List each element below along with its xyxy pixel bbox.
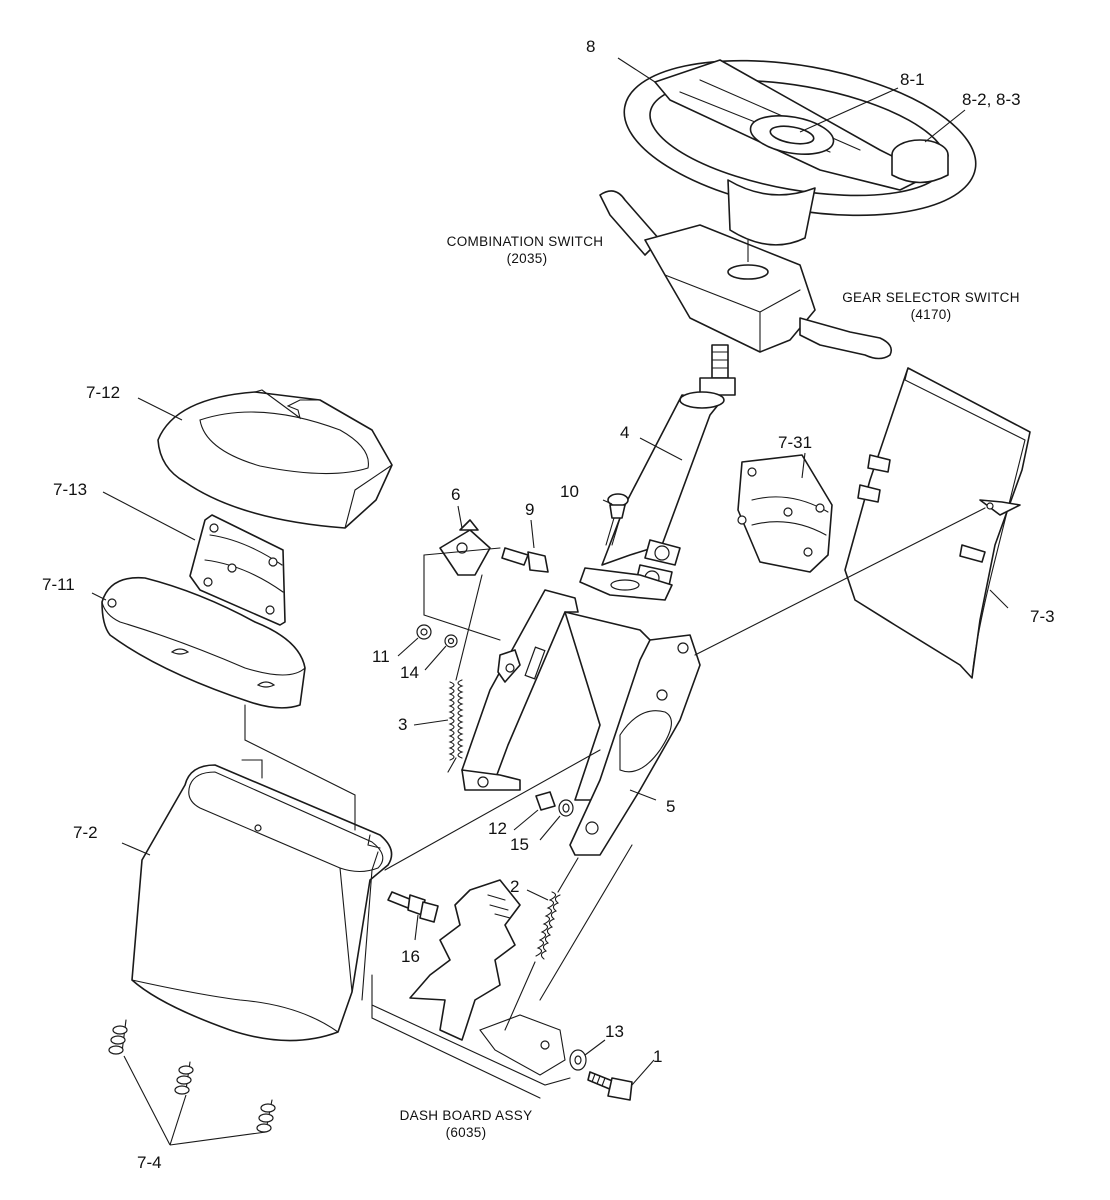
callout-8-1: 8-1 (900, 70, 925, 89)
callout-14: 14 (400, 663, 419, 682)
cover-7-12 (157, 389, 393, 529)
lever-assembly (439, 519, 549, 683)
combination-switch (599, 190, 893, 360)
steering-column (579, 344, 736, 601)
reference-notes: COMBINATION SWITCH (2035) GEAR SELECTOR … (400, 234, 1020, 1140)
cover-7-2 (131, 759, 393, 1042)
screws-7-4 (108, 1019, 276, 1133)
callout-12: 12 (488, 819, 507, 838)
callout-9: 9 (525, 500, 534, 519)
callout-4: 4 (620, 423, 629, 442)
callout-16: 16 (401, 947, 420, 966)
leader-lines (91, 57, 1009, 1146)
callout-7-2: 7-2 (73, 823, 98, 842)
cover-7-13 (189, 514, 286, 626)
spring-2 (504, 857, 579, 1031)
callout-8-2-8-3: 8-2, 8-3 (962, 90, 1021, 109)
column-bracket (461, 589, 701, 856)
callout-10: 10 (560, 482, 579, 501)
callout-15: 15 (510, 835, 529, 854)
callout-7-13: 7-13 (53, 480, 87, 499)
callout-7-11: 7-11 (42, 575, 75, 594)
callout-3: 3 (398, 715, 407, 734)
spring-3 (447, 574, 483, 773)
cover-7-3 (844, 367, 1031, 679)
callout-1: 1 (653, 1047, 662, 1066)
steering-wheel (623, 59, 977, 246)
note-gear-selector-switch-code: (4170) (911, 307, 952, 322)
callout-6: 6 (451, 485, 460, 504)
cover-7-11 (101, 576, 306, 709)
note-dash-board-assy-code: (6035) (446, 1125, 487, 1140)
callout-8: 8 (586, 37, 595, 56)
callout-7-12: 7-12 (86, 383, 120, 402)
callout-5: 5 (666, 797, 675, 816)
callout-13: 13 (605, 1022, 624, 1041)
bolt-10 (605, 493, 629, 546)
note-combination-switch: COMBINATION SWITCH (447, 234, 604, 249)
callout-7-3: 7-3 (1030, 607, 1055, 626)
note-dash-board-assy: DASH BOARD ASSY (400, 1108, 533, 1123)
hardware-small (387, 624, 633, 1101)
callout-labels: 8 8-1 8-2, 8-3 7-12 7-13 7-11 7-31 7-3 7… (42, 37, 1055, 1172)
callout-11: 11 (372, 647, 390, 666)
note-combination-switch-code: (2035) (507, 251, 548, 266)
dash-board-assy (371, 879, 571, 1099)
cover-7-31 (737, 454, 833, 573)
note-gear-selector-switch: GEAR SELECTOR SWITCH (842, 290, 1020, 305)
callout-2: 2 (510, 877, 519, 896)
callout-7-4: 7-4 (137, 1153, 162, 1172)
callout-7-31: 7-31 (778, 433, 812, 452)
